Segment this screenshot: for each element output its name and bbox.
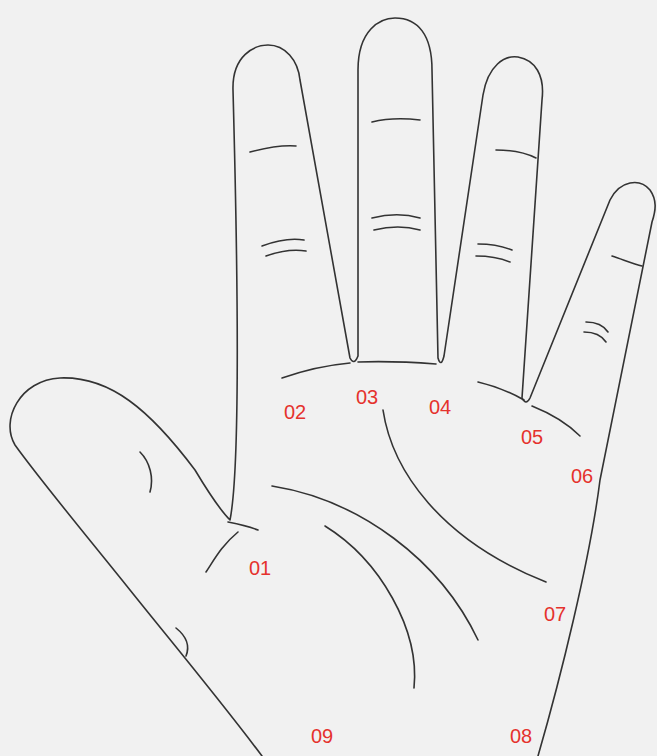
thumb-web-line — [228, 522, 258, 530]
callout-number: 05 — [519, 426, 545, 448]
finger-crease — [262, 239, 304, 246]
finger-crease — [586, 322, 608, 332]
finger-crease — [266, 250, 306, 256]
hand-outline — [10, 18, 655, 756]
finger-crease — [584, 332, 606, 342]
callout-number: 04 — [427, 396, 453, 418]
thumb-crease — [176, 628, 188, 656]
finger-crease — [476, 256, 510, 262]
callout-number: 06 — [569, 465, 595, 487]
finger-crease — [372, 119, 420, 122]
palm-line — [282, 363, 350, 378]
palm-line — [478, 382, 524, 400]
head-line — [272, 486, 478, 640]
finger-crease — [372, 215, 420, 218]
callout-number: 03 — [354, 386, 380, 408]
finger-crease — [478, 244, 512, 250]
callout-number: 02 — [282, 401, 308, 423]
callout-number: 01 — [247, 557, 273, 579]
thumb-crease — [140, 452, 152, 492]
finger-crease — [612, 256, 642, 266]
finger-crease — [250, 146, 296, 152]
callout-number: 08 — [508, 725, 534, 747]
heart-line — [383, 410, 546, 582]
callout-number: 07 — [542, 603, 568, 625]
finger-crease — [374, 227, 420, 230]
palm-line — [358, 362, 436, 364]
thumb-web-line — [206, 532, 238, 572]
callout-number: 09 — [309, 725, 335, 747]
life-line — [325, 526, 415, 688]
finger-crease — [496, 150, 536, 158]
